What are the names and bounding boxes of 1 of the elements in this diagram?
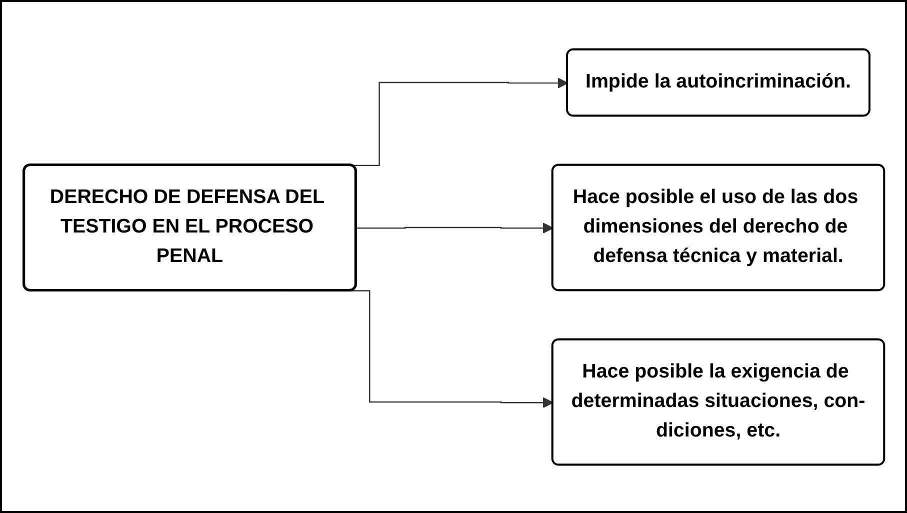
arrow — [356, 222, 553, 233]
